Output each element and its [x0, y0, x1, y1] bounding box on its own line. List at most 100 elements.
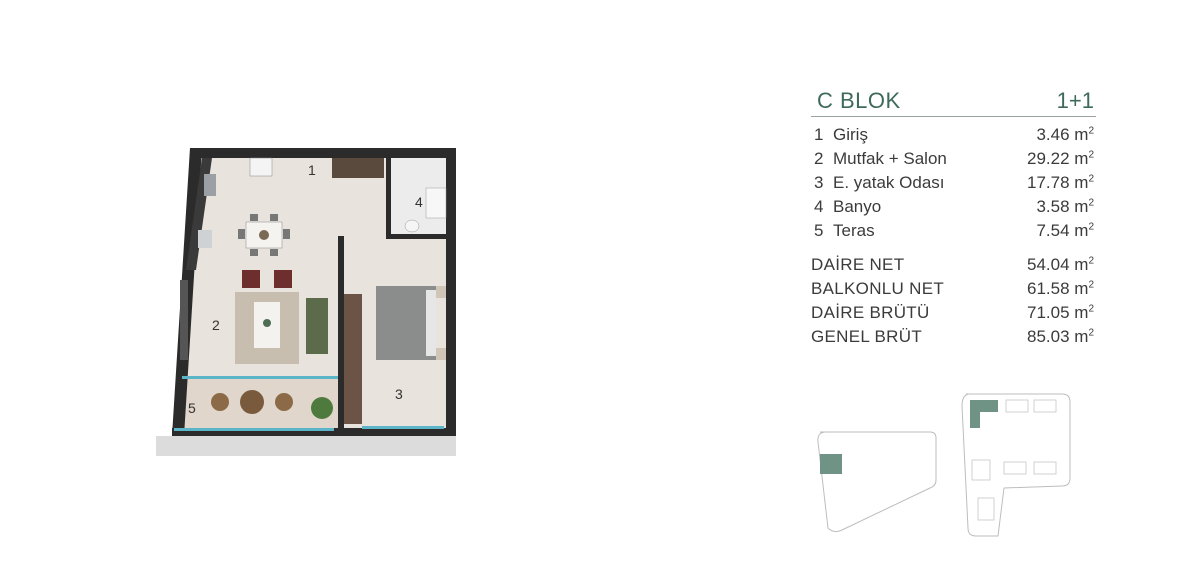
room-name: Banyo: [833, 197, 882, 216]
total-name: DAİRE BRÜTÜ: [811, 303, 930, 322]
nightstand: [436, 348, 446, 360]
building: [1033, 461, 1057, 475]
unit-header: C BLOK 1+1: [811, 88, 1096, 117]
pillows: [426, 290, 436, 356]
dining-chair: [283, 229, 290, 239]
room-name: Mutfak + Salon: [833, 149, 947, 168]
entry-cabinet: [332, 158, 384, 178]
unit-superscript: 2: [1088, 149, 1094, 161]
floor-area: [172, 150, 455, 436]
total-name: BALKONLU NET: [811, 279, 945, 298]
building: [1033, 399, 1057, 413]
wall-bath-bottom: [386, 234, 456, 239]
wall-bedroom-left: [338, 236, 344, 430]
unit-superscript: 2: [1088, 221, 1094, 233]
total-area: 54.04 m2: [1027, 255, 1094, 274]
sofa: [306, 298, 328, 354]
total-row: DAİRE BRÜTÜ 71.05 m2: [811, 301, 1096, 325]
fridge: [249, 157, 273, 177]
room-label-3: 3: [395, 386, 403, 402]
room-name: Giriş: [833, 125, 868, 144]
building: [977, 497, 995, 521]
room-label-5: 5: [188, 400, 196, 416]
armchair: [274, 270, 292, 288]
room-label-4: 4: [415, 194, 423, 210]
toilet: [404, 219, 420, 233]
terrace-plant: [311, 397, 333, 419]
sink: [204, 174, 216, 196]
terrace-table: [240, 390, 264, 414]
outer-wall-top-left: [190, 148, 335, 158]
building: [1005, 399, 1029, 413]
unit-superscript: 2: [1088, 197, 1094, 209]
terrace-chair: [275, 393, 293, 411]
room-area: 17.78 m2: [1027, 173, 1094, 192]
unit-superscript: 2: [1088, 125, 1094, 137]
outer-wall-top-right: [328, 148, 456, 158]
dining-chair: [250, 249, 258, 256]
room-number: 4: [814, 197, 824, 216]
block-title: C BLOK: [817, 88, 901, 113]
room-label-2: 2: [212, 317, 220, 333]
room-area: 3.58 m2: [1036, 197, 1094, 216]
room-label-1: 1: [308, 162, 316, 178]
unit-superscript: 2: [1088, 173, 1094, 185]
building: [1003, 461, 1027, 475]
site-key-plan-overall: [961, 393, 1071, 537]
dining-chair: [238, 229, 245, 239]
outer-wall-bottom: [172, 428, 456, 436]
unit-highlight-site: [970, 400, 998, 428]
dining-centerpiece: [259, 230, 269, 240]
room-row: 1 Giriş 3.46 m2: [811, 123, 1096, 147]
terrace-chair: [211, 393, 229, 411]
room-number: 5: [814, 221, 824, 240]
wall-bath-left: [386, 158, 391, 238]
building: [971, 459, 991, 481]
unit-highlight: [820, 454, 842, 474]
dining-chair: [270, 214, 278, 221]
tv-unit: [180, 280, 188, 360]
total-name: GENEL BRÜT: [811, 327, 923, 346]
area-totals: DAİRE NET 54.04 m2 BALKONLU NET 61.58 m2 DAİ…: [811, 253, 1096, 349]
room-row: 3 E. yatak Odası 17.78 m2: [811, 171, 1096, 195]
total-area: 85.03 m2: [1027, 327, 1094, 346]
coffee-table-plant: [263, 319, 271, 327]
dining-chair: [250, 214, 258, 221]
site-key-plan-block: [817, 431, 937, 533]
room-area: 3.46 m2: [1036, 125, 1094, 144]
glass-living: [182, 376, 338, 379]
unit-superscript: 2: [1088, 255, 1094, 267]
total-area: 71.05 m2: [1027, 303, 1094, 322]
unit-superscript: 2: [1088, 303, 1094, 315]
total-row: GENEL BRÜT 85.03 m2: [811, 325, 1096, 349]
room-area: 29.22 m2: [1027, 149, 1094, 168]
outer-wall-right: [446, 148, 456, 436]
unit-superscript: 2: [1088, 327, 1094, 339]
glass-terrace: [174, 428, 334, 431]
block-outline: [817, 431, 937, 533]
room-row: 2 Mutfak + Salon 29.22 m2: [811, 147, 1096, 171]
armchair: [242, 270, 260, 288]
room-area: 7.54 m2: [1036, 221, 1094, 240]
room-number: 3: [814, 173, 824, 192]
room-name: E. yatak Odası: [833, 173, 945, 192]
site-outline: [961, 393, 1071, 537]
total-name: DAİRE NET: [811, 255, 905, 274]
room-row: 5 Teras 7.54 m2: [811, 219, 1096, 243]
dining-chair: [270, 249, 278, 256]
room-number: 1: [814, 125, 824, 144]
total-area: 61.58 m2: [1027, 279, 1094, 298]
cooktop: [198, 230, 212, 248]
room-name: Teras: [833, 221, 875, 240]
glass-bedroom: [362, 426, 444, 429]
room-number: 2: [814, 149, 824, 168]
total-row: DAİRE NET 54.04 m2: [811, 253, 1096, 277]
unit-superscript: 2: [1088, 279, 1094, 291]
room-row: 4 Banyo 3.58 m2: [811, 195, 1096, 219]
wardrobe: [344, 294, 362, 424]
unit-type: 1+1: [1056, 88, 1094, 113]
nightstand: [436, 286, 446, 298]
floor-plan: 1 2 3 4 5: [156, 148, 456, 456]
